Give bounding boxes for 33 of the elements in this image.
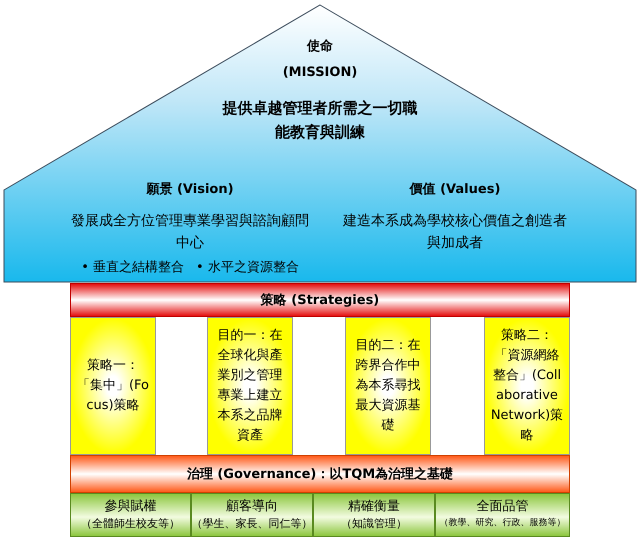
foundation-block — [191, 493, 313, 537]
block-heading: 參與賦權 — [104, 498, 156, 515]
vision-heading: 願景 (Vision) — [145, 181, 235, 199]
vertical-text: 目的二：在跨界合作中為本系尋找最大資源基礎 — [354, 337, 422, 435]
note-text: （知識管理） — [341, 516, 407, 532]
block-heading: 精確衡量 — [348, 498, 400, 515]
note-text: （學生、家長、同仁等） — [192, 516, 312, 532]
values-text: 建造本系成為學校核心價值之創造者與加成者 — [342, 212, 568, 253]
mission-heading: 使命 — [306, 38, 334, 56]
strategy-band — [70, 283, 570, 317]
mission-heading: (MISSION) — [282, 64, 358, 82]
vertical-text: 策略一：「集中」(Focus)策略 — [76, 357, 150, 415]
pillar-panel — [207, 317, 293, 455]
foundation-block — [313, 493, 435, 537]
block-heading: 全面品管 — [476, 498, 528, 515]
mission-text: 提供卓越管理者所需之一切職能教育與訓練 — [222, 98, 418, 143]
pillar-panel — [345, 317, 431, 455]
bullet-item: • 水平之資源整合 — [196, 260, 299, 275]
band-heading: 策略 (Strategies) — [260, 292, 380, 309]
pillar-panel — [70, 317, 156, 455]
vision-text: 發展成全方位管理專業學習與諮詢顧問中心 — [70, 212, 310, 253]
block-heading: 顧客導向 — [226, 498, 278, 515]
note-text: （教學、研究、行政、服務等） — [440, 516, 566, 530]
values-heading: 價值 (Values) — [408, 181, 502, 199]
band-heading: 治理 (Governance)：以TQM為治理之基礎 — [186, 466, 454, 483]
foundation-block — [70, 493, 191, 537]
vertical-text: 策略二：「資源網絡整合」(Collaborative Network)策略 — [490, 327, 564, 445]
vertical-text: 目的一：在全球化與產業別之管理專業上建立本系之品牌資產 — [216, 327, 284, 445]
note-text: （全體師生校友等） — [81, 516, 180, 532]
bullet-item: • 垂直之結構整合 — [81, 260, 184, 275]
governance-band — [70, 455, 570, 493]
pillar-panel — [484, 317, 570, 455]
foundation-block — [435, 493, 570, 537]
